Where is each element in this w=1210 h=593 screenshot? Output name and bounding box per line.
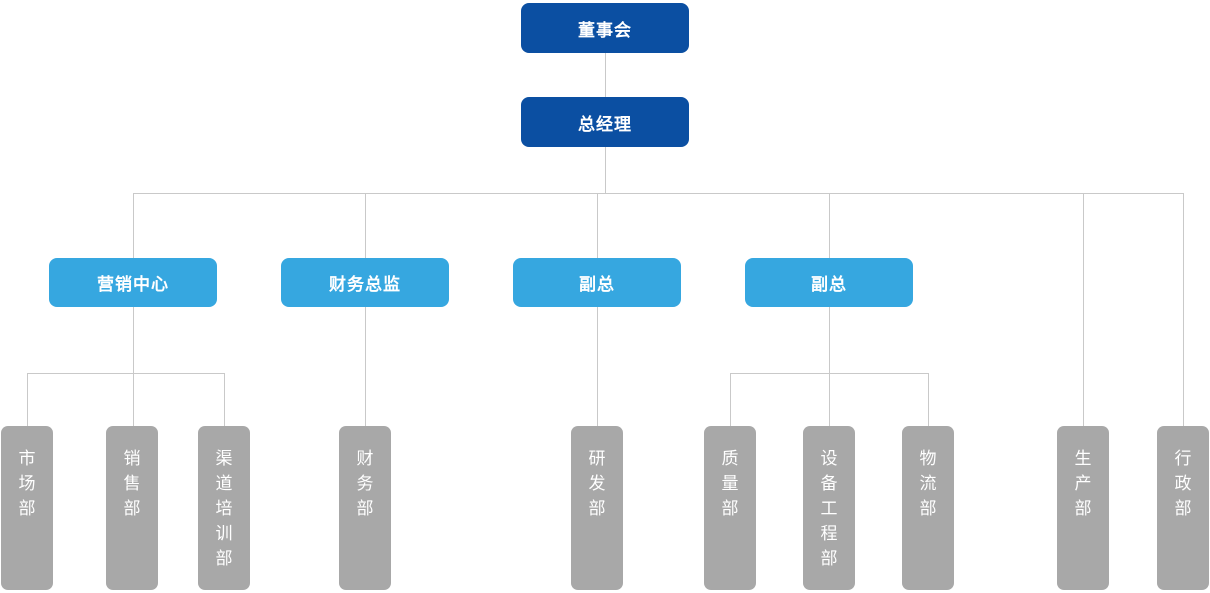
connector-line bbox=[829, 193, 830, 258]
org-node-general-manager: 总经理 bbox=[521, 97, 689, 147]
connector-line bbox=[27, 373, 28, 426]
connector-line bbox=[605, 147, 606, 193]
connector-line bbox=[730, 373, 928, 374]
connector-line bbox=[133, 193, 1184, 194]
org-node-market-dept: 市场部 bbox=[1, 426, 53, 590]
org-node-label: 渠道培训部 bbox=[215, 449, 233, 569]
org-node-label: 副总 bbox=[811, 275, 847, 295]
org-node-rd-dept: 研发部 bbox=[571, 426, 623, 590]
connector-line bbox=[730, 373, 731, 426]
org-node-label: 董事会 bbox=[578, 20, 632, 41]
connector-line bbox=[1083, 193, 1084, 426]
org-node-vice-gm-2: 副总 bbox=[745, 258, 913, 307]
connector-line bbox=[133, 307, 134, 426]
org-node-label: 研发部 bbox=[588, 449, 606, 519]
org-node-quality-dept: 质量部 bbox=[704, 426, 756, 590]
org-node-finance-director: 财务总监 bbox=[281, 258, 449, 307]
connector-line bbox=[597, 307, 598, 426]
connector-line bbox=[597, 193, 598, 258]
org-node-vice-gm-1: 副总 bbox=[513, 258, 681, 307]
org-node-label: 总经理 bbox=[578, 114, 632, 135]
org-node-marketing-center: 营销中心 bbox=[49, 258, 217, 307]
org-node-label: 财务部 bbox=[356, 449, 374, 519]
connector-line bbox=[365, 307, 366, 426]
connector-line bbox=[605, 53, 606, 97]
org-node-label: 销售部 bbox=[123, 449, 141, 519]
org-node-label: 财务总监 bbox=[329, 275, 401, 295]
org-node-label: 营销中心 bbox=[97, 275, 169, 295]
org-node-sales-dept: 销售部 bbox=[106, 426, 158, 590]
org-node-channel-training-dept: 渠道培训部 bbox=[198, 426, 250, 590]
connector-line bbox=[365, 193, 366, 258]
org-node-production-dept: 生产部 bbox=[1057, 426, 1109, 590]
connector-line bbox=[133, 193, 134, 258]
org-node-label: 市场部 bbox=[18, 449, 36, 519]
org-node-label: 物流部 bbox=[919, 449, 937, 519]
org-node-label: 质量部 bbox=[721, 449, 739, 519]
connector-line bbox=[928, 373, 929, 426]
org-node-label: 设备工程部 bbox=[820, 449, 838, 569]
org-node-finance-dept: 财务部 bbox=[339, 426, 391, 590]
org-node-equipment-engineering-dept: 设备工程部 bbox=[803, 426, 855, 590]
org-node-logistics-dept: 物流部 bbox=[902, 426, 954, 590]
connector-line bbox=[27, 373, 225, 374]
connector-line bbox=[224, 373, 225, 426]
org-node-board: 董事会 bbox=[521, 3, 689, 53]
org-node-label: 副总 bbox=[579, 275, 615, 295]
org-node-label: 行政部 bbox=[1174, 449, 1192, 519]
org-node-label: 生产部 bbox=[1074, 449, 1092, 519]
connector-line bbox=[1183, 193, 1184, 426]
connector-line bbox=[829, 307, 830, 426]
org-node-admin-dept: 行政部 bbox=[1157, 426, 1209, 590]
